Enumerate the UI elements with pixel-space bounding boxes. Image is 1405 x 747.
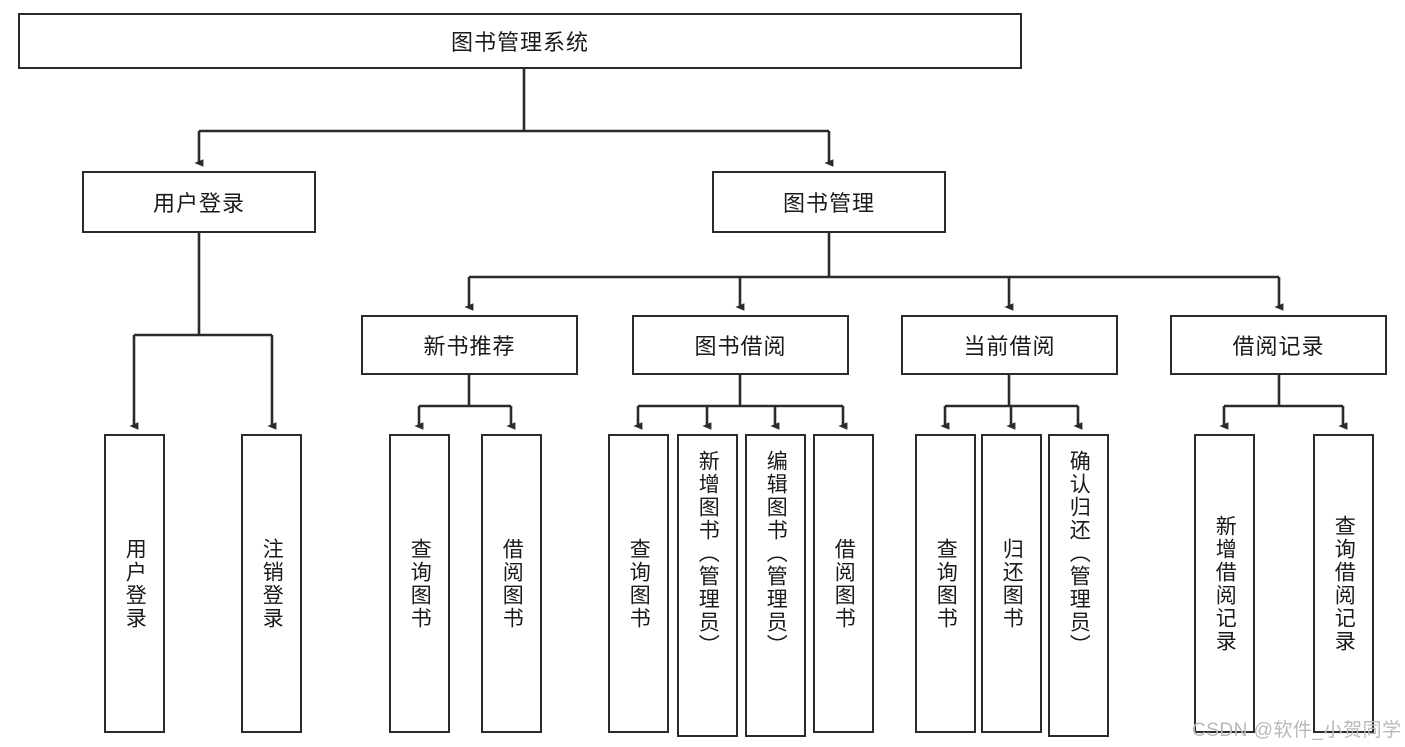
leaf-query-book-recommend-label: 查询图书 (408, 537, 432, 630)
node-root-label: 图书管理系统 (450, 30, 589, 55)
node-current-borrow-label: 当前借阅 (963, 334, 1056, 359)
node-current-borrow[interactable]: 当前借阅 (901, 315, 1118, 375)
leaf-confirm-return-admin[interactable]: 确认归还（管理员） (1048, 434, 1109, 737)
leaf-query-book-borrow[interactable]: 查询图书 (608, 434, 669, 733)
node-user-login-label: 用户登录 (152, 191, 245, 216)
leaf-borrow-book-label: 借阅图书 (832, 537, 856, 630)
leaf-add-borrow-record[interactable]: 新增借阅记录 (1194, 434, 1255, 733)
node-book-management[interactable]: 图书管理 (712, 171, 946, 233)
node-new-book-recommend[interactable]: 新书推荐 (361, 315, 578, 375)
leaf-borrow-book[interactable]: 借阅图书 (813, 434, 874, 733)
leaf-add-borrow-record-label: 新增借阅记录 (1213, 514, 1237, 653)
leaf-query-borrow-record[interactable]: 查询借阅记录 (1313, 434, 1374, 733)
leaf-user-login-label: 用户登录 (123, 537, 147, 630)
leaf-add-book-admin[interactable]: 新增图书（管理员） (677, 434, 738, 737)
leaf-logout[interactable]: 注销登录 (241, 434, 302, 733)
node-borrow-records-label: 借阅记录 (1232, 334, 1325, 359)
node-book-management-label: 图书管理 (782, 191, 875, 216)
node-user-login[interactable]: 用户登录 (82, 171, 316, 233)
node-root[interactable]: 图书管理系统 (18, 13, 1022, 69)
leaf-return-book[interactable]: 归还图书 (981, 434, 1042, 733)
leaf-query-book-recommend[interactable]: 查询图书 (389, 434, 450, 733)
leaf-confirm-return-admin-label: 确认归还（管理员） (1067, 450, 1091, 657)
leaf-logout-label: 注销登录 (260, 537, 284, 630)
leaf-borrow-book-recommend-label: 借阅图书 (500, 537, 524, 630)
watermark: CSDN @软件_小贺同学 (1192, 720, 1402, 741)
leaf-query-borrow-record-label: 查询借阅记录 (1332, 514, 1356, 653)
leaf-edit-book-admin[interactable]: 编辑图书（管理员） (745, 434, 806, 737)
leaf-query-book-borrow-label: 查询图书 (627, 537, 651, 630)
node-borrow-records[interactable]: 借阅记录 (1170, 315, 1387, 375)
leaf-borrow-book-recommend[interactable]: 借阅图书 (481, 434, 542, 733)
leaf-user-login[interactable]: 用户登录 (104, 434, 165, 733)
node-new-book-recommend-label: 新书推荐 (423, 334, 516, 359)
leaf-edit-book-admin-label: 编辑图书（管理员） (764, 450, 788, 657)
leaf-query-book-current[interactable]: 查询图书 (915, 434, 976, 733)
leaf-add-book-admin-label: 新增图书（管理员） (696, 450, 720, 657)
node-book-borrow-label: 图书借阅 (694, 334, 787, 359)
leaf-return-book-label: 归还图书 (1000, 537, 1024, 630)
leaf-query-book-current-label: 查询图书 (934, 537, 958, 630)
node-book-borrow[interactable]: 图书借阅 (632, 315, 849, 375)
